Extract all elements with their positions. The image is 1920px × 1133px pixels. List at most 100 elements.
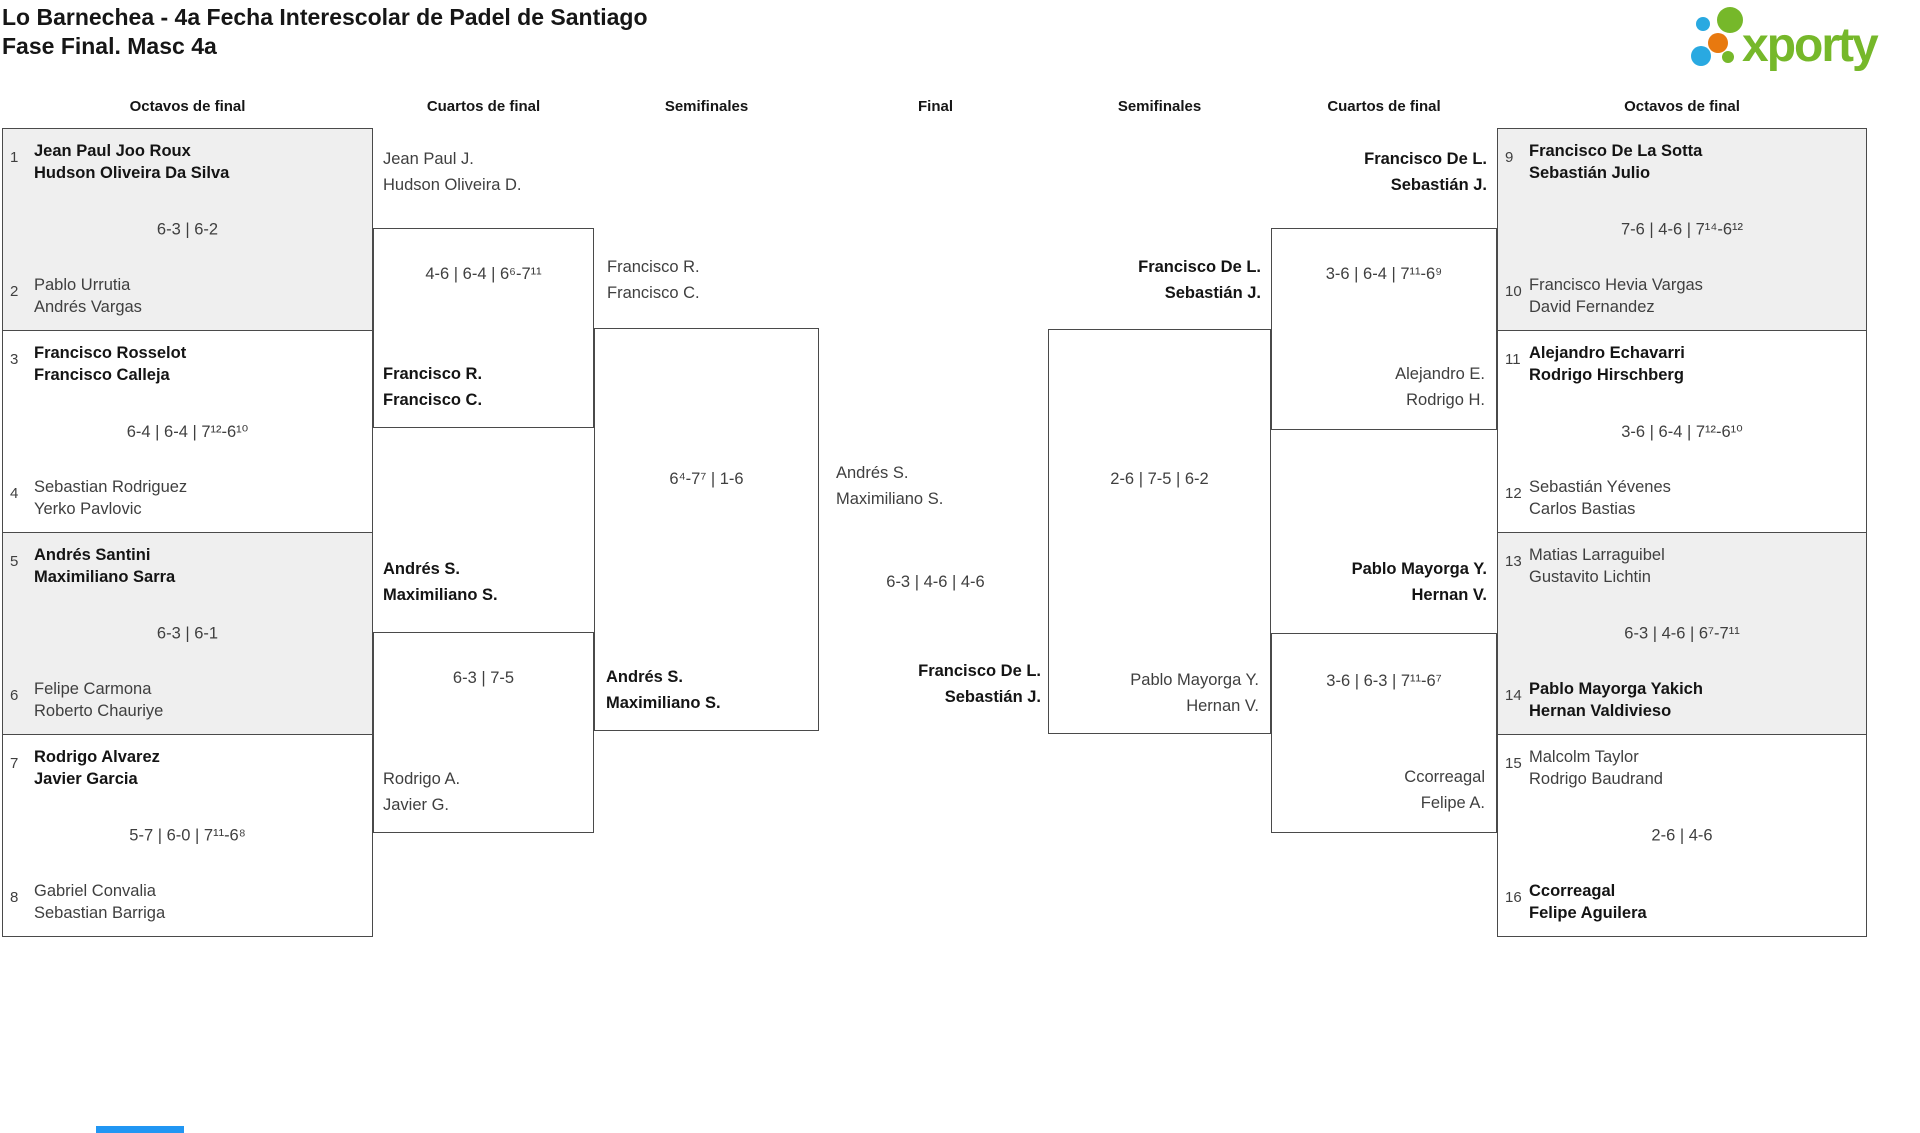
seed-number: 3: [10, 351, 19, 368]
team-names: Rodrigo A.Javier G.: [383, 770, 461, 814]
match-score: 3-6 | 6-3 | 7¹¹-6⁷: [1326, 672, 1442, 690]
team-names: Andrés S.Maximiliano S.: [383, 560, 498, 604]
match-score: 3-6 | 6-4 | 7¹²-6¹⁰: [1621, 422, 1743, 441]
tournament-title-line2: Fase Final. Masc 4a: [2, 33, 217, 59]
team-names: Pablo Mayorga Y.Hernan V.: [1130, 671, 1259, 715]
match-score: 6⁴-7⁷ | 1-6: [669, 470, 744, 488]
round-header-octavos-right: Octavos de final: [1624, 98, 1740, 115]
team-names: Pablo Mayorga Y.Hernan V.: [1351, 560, 1487, 604]
seed-number: 6: [10, 687, 19, 704]
seed-number: 9: [1505, 149, 1514, 166]
match-score: 5-7 | 6-0 | 7¹¹-6⁸: [129, 826, 246, 844]
seed-number: 11: [1505, 351, 1521, 368]
match-score: 2-6 | 7-5 | 6-2: [1110, 470, 1209, 488]
match-score: 6-4 | 6-4 | 7¹²-6¹⁰: [126, 422, 249, 441]
seed-number: 10: [1505, 283, 1522, 300]
team-names: Alejandro E.Rodrigo H.: [1395, 365, 1485, 409]
round-header-final: Final: [917, 98, 953, 115]
round-header-cuartos-right: Cuartos de final: [1327, 98, 1441, 115]
seed-number: 13: [1505, 553, 1522, 570]
team-names: Andrés S.Maximiliano S.: [836, 464, 944, 508]
match-score: 6-3 | 4-6 | 4-6: [886, 573, 985, 591]
team-names: Francisco R.Francisco C.: [607, 258, 700, 302]
seed-number: 14: [1505, 687, 1522, 704]
team-names: Jean Paul J.Hudson Oliveira D.: [383, 150, 522, 194]
match-score: 3-6 | 6-4 | 7¹¹-6⁹: [1325, 265, 1443, 283]
final-match: Andrés S.Maximiliano S. 6-3 | 4-6 | 4-6 …: [830, 440, 1041, 740]
logo-dot-green-small: [1722, 51, 1734, 63]
tournament-title: Lo Barnechea - 4a Fecha Interescolar de …: [2, 3, 648, 61]
bottom-blue-bar[interactable]: [96, 1126, 184, 1133]
tournament-title-line1: Lo Barnechea - 4a Fecha Interescolar de …: [2, 4, 648, 30]
seed-number: 7: [10, 755, 19, 772]
team-names: Francisco De L.Sebastián J.: [1364, 150, 1487, 194]
seed-number: 12: [1505, 485, 1522, 502]
seed-number: 4: [10, 485, 19, 502]
seed-number: 8: [10, 889, 19, 906]
match-score: 2-6 | 4-6: [1651, 826, 1713, 844]
team-names: Francisco De L.Sebastián J.: [1138, 258, 1261, 302]
match-score: 4-6 | 6-4 | 6⁶-7¹¹: [425, 265, 542, 283]
round-header-octavos-left: Octavos de final: [129, 98, 246, 115]
match-score: 6-3 | 6-1: [156, 624, 219, 642]
seed-number: 16: [1505, 889, 1522, 906]
round-header-semis-left: Semifinales: [664, 98, 749, 115]
xporty-logo: xporty: [1691, 7, 1881, 72]
match-box-cuartos-right-1: 3-6 | 6-4 | 7¹¹-6⁹ Alejandro E.Rodrigo H…: [1271, 228, 1497, 430]
match-score: 7-6 | 4-6 | 7¹⁴-6¹²: [1620, 220, 1744, 238]
match-box-semifinal-right: 2-6 | 7-5 | 6-2 Pablo Mayorga Y.Hernan V…: [1048, 329, 1271, 734]
seed-number: 5: [10, 553, 19, 570]
match-box-cuartos-left-1: 4-6 | 6-4 | 6⁶-7¹¹ Francisco R.Francisco…: [373, 228, 594, 428]
team-names: Francisco De L.Sebastián J.: [918, 662, 1041, 706]
match-score: 6-3 | 4-6 | 6⁷-7¹¹: [1624, 624, 1740, 642]
seed-number: 15: [1505, 755, 1522, 772]
team-names: Francisco R.Francisco C.: [383, 365, 483, 409]
team-names: Andrés S.Maximiliano S.: [606, 668, 721, 712]
seed-number: 2: [10, 283, 19, 300]
seed-number: 1: [10, 149, 19, 166]
round-header-cuartos-left: Cuartos de final: [426, 98, 541, 115]
match-score: 6-3 | 7-5: [452, 669, 515, 687]
logo-dot-blue-big: [1691, 46, 1711, 66]
match-score: 6-3 | 6-2: [156, 220, 219, 238]
logo-dot-blue-small: [1696, 17, 1710, 31]
